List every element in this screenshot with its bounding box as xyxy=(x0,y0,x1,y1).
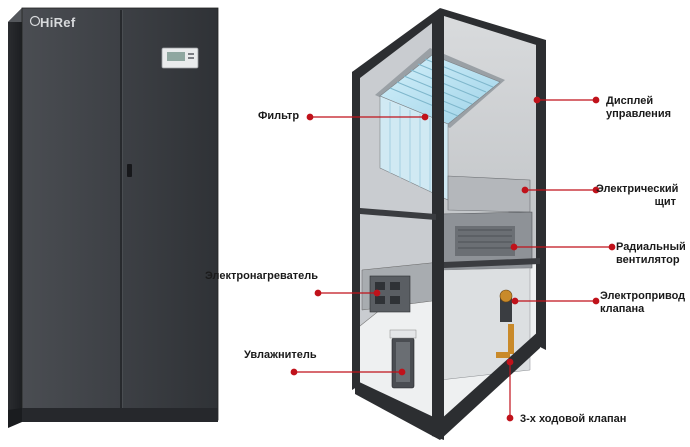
callout-dot xyxy=(608,243,616,251)
callout-dot xyxy=(592,186,600,194)
label-humidifier: Увлажнитель xyxy=(244,349,317,361)
callout-dot xyxy=(314,289,322,297)
callout-dot xyxy=(533,96,541,104)
exploded-unit xyxy=(352,8,546,440)
label-three-way-valve: 3-х ходовой клапан xyxy=(520,413,627,425)
label-display: Дисплей управления xyxy=(606,95,671,121)
label-valve-drive-line1: Электропривод xyxy=(600,290,686,302)
callout-dot xyxy=(373,289,381,297)
callout-dot xyxy=(510,243,518,251)
label-fan-line1: Радиальный xyxy=(616,241,686,253)
brand-logo: HiRef xyxy=(40,15,76,30)
label-filter: Фильтр xyxy=(258,110,300,122)
radial-fan xyxy=(439,211,533,271)
label-valve-drive: Электропривод клапана xyxy=(600,290,685,316)
cabinet-unit xyxy=(8,7,219,428)
label-display-line1: Дисплей xyxy=(606,95,654,107)
label-electrical-panel: Электрический щит xyxy=(596,183,678,209)
control-display xyxy=(161,47,199,69)
callout-dot xyxy=(592,297,600,305)
humidifier-unit xyxy=(389,329,417,389)
callout-dot xyxy=(306,113,314,121)
label-heater: Электронагреватель xyxy=(205,270,319,282)
callout-dot xyxy=(290,368,298,376)
callout-dot xyxy=(506,358,514,366)
callout-dot xyxy=(592,96,600,104)
callout-dot xyxy=(398,368,406,376)
label-radial-fan: Радиальный вентилятор xyxy=(616,241,686,267)
door-handle xyxy=(127,164,132,177)
logo-icon xyxy=(29,15,41,27)
callout-dot xyxy=(521,186,529,194)
callout-dot xyxy=(506,414,514,422)
label-valve-drive-line2: клапана xyxy=(600,303,645,315)
callout-dot xyxy=(421,113,429,121)
callout-lines xyxy=(290,96,616,422)
label-display-line2: управления xyxy=(606,108,672,120)
label-panel-line2: щит xyxy=(654,196,676,208)
label-panel-line1: Электрический xyxy=(596,183,679,195)
electrical-panel xyxy=(447,175,531,213)
label-fan-line2: вентилятор xyxy=(616,254,680,266)
callout-dot xyxy=(511,297,519,305)
valve-assembly xyxy=(496,289,514,358)
